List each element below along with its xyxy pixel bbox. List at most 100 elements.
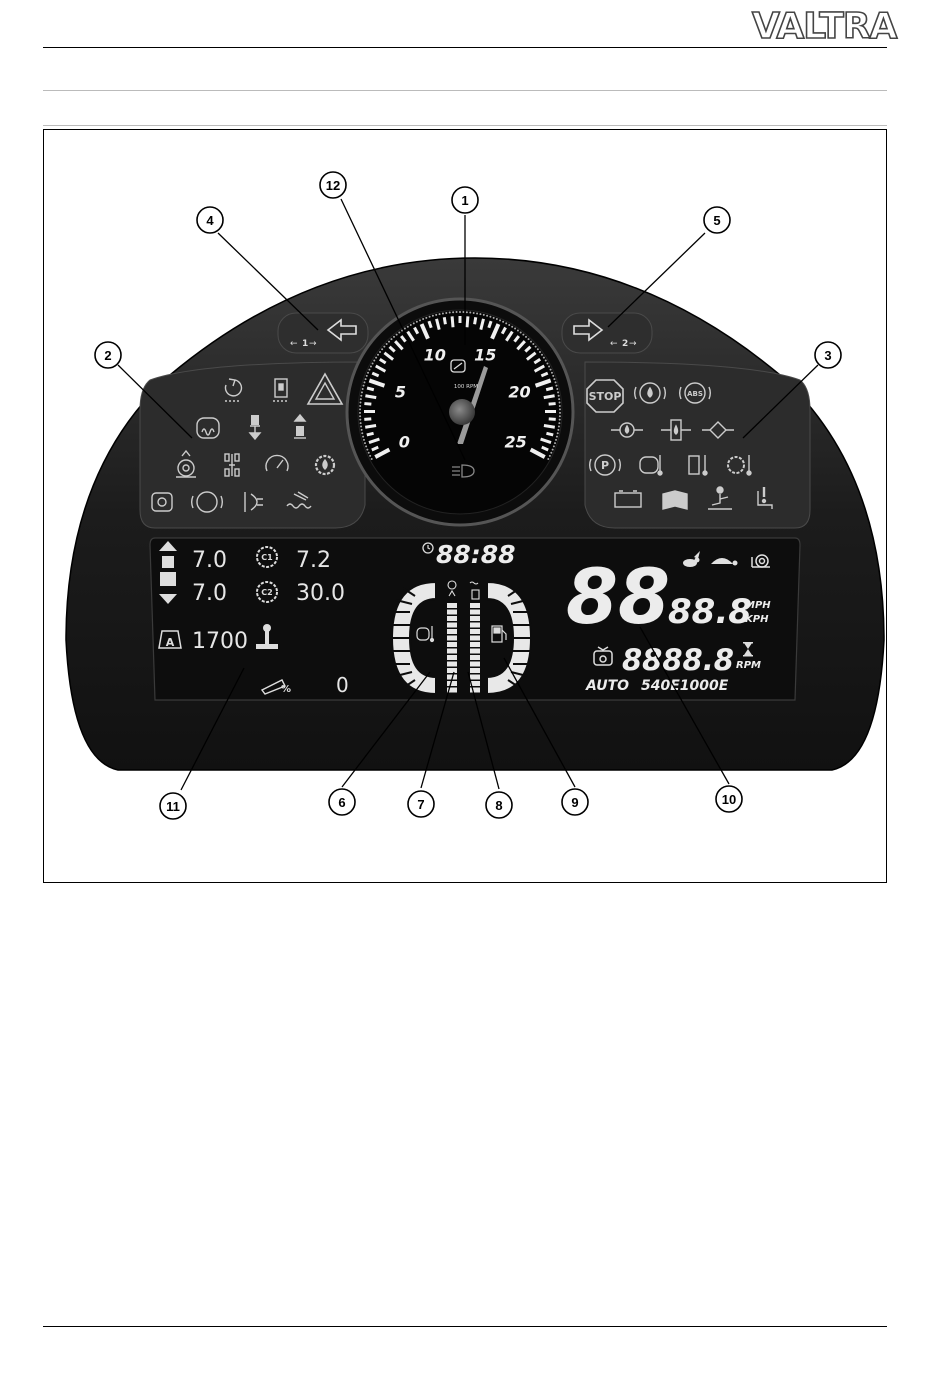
gauge-dot — [363, 385, 365, 387]
slip-percent: % — [281, 684, 291, 695]
pto-digits: 8888.8 — [622, 643, 734, 677]
gauge-dot — [363, 439, 365, 441]
gauge-dot — [556, 436, 558, 438]
bar-segment — [470, 603, 480, 608]
gauge-dot — [514, 328, 516, 330]
gauge-dot — [530, 341, 532, 343]
pto-mode-label: 540E1000E — [641, 678, 729, 694]
gauge-dot — [429, 316, 431, 318]
callout-number: 5 — [713, 213, 720, 228]
gauge-dot — [553, 445, 555, 447]
gauge-dot — [363, 381, 365, 383]
gauge-dot — [360, 395, 362, 397]
gauge-tick — [364, 419, 371, 420]
bar-segment — [470, 642, 480, 647]
svg-text:→: → — [629, 339, 637, 349]
gauge-dot — [369, 455, 371, 457]
gauge-tick — [452, 316, 453, 327]
gauge-dot — [559, 415, 561, 417]
svg-text:C2: C2 — [261, 588, 272, 597]
gauge-dot — [407, 326, 409, 328]
gauge-dot — [359, 419, 361, 421]
gauge-dot — [456, 311, 458, 313]
gauge-dot — [546, 362, 548, 364]
gauge-dot — [359, 405, 361, 407]
bar-segment — [470, 629, 480, 634]
bar-segment — [447, 649, 457, 654]
gauge-label: 20 — [508, 382, 530, 401]
gauge-dot — [550, 369, 552, 371]
gauge-unit: 100 RPM — [454, 384, 478, 390]
speed-large-digits: 88 — [566, 552, 670, 641]
callout-number: 6 — [338, 795, 345, 810]
gauge-tick — [546, 433, 553, 435]
gauge-dot — [543, 357, 545, 359]
stop-label: STOP — [589, 390, 622, 403]
gauge-tick — [365, 425, 376, 427]
gauge-dot — [410, 324, 412, 326]
c1-value: 7.2 — [296, 548, 331, 573]
gauge-tick — [549, 419, 556, 420]
bar-segment — [447, 655, 457, 660]
gauge-dot — [364, 442, 366, 444]
gauge-dot — [435, 314, 437, 316]
callout-number: 7 — [417, 797, 424, 812]
gauge-dot — [366, 449, 368, 451]
gauge-dot — [398, 332, 400, 334]
gauge-dot — [362, 388, 364, 390]
bar-segment — [470, 668, 480, 673]
slip-value: 0 — [336, 673, 349, 697]
bar-segment — [470, 662, 480, 667]
gauge-dot — [528, 338, 530, 340]
callout-number: 9 — [571, 795, 578, 810]
gauge-dot — [361, 429, 363, 431]
bar-segment — [470, 636, 480, 641]
bar-segment — [447, 681, 457, 686]
auto-rpm-value: 1700 — [192, 629, 248, 654]
gauge-dot — [496, 318, 498, 320]
gauge-dot — [556, 388, 558, 390]
tractor-height-icon — [159, 541, 177, 604]
gauge-dot — [511, 326, 513, 328]
gauge-dot — [558, 398, 560, 400]
gauge-tick — [467, 316, 468, 327]
gauge-dot — [459, 311, 461, 313]
gauge-dot — [559, 402, 561, 404]
gauge-dot — [469, 312, 471, 314]
gauge-tick — [367, 433, 374, 435]
gauge-dot — [359, 408, 361, 410]
callout-number: 4 — [206, 213, 214, 228]
gauge-dot — [393, 336, 395, 338]
gauge-dot — [522, 334, 524, 336]
callout-number: 12 — [326, 178, 340, 193]
gauge-dot — [381, 348, 383, 350]
front-value: 7.0 — [192, 548, 227, 573]
gauge-dot — [365, 445, 367, 447]
gauge-dot — [551, 372, 553, 374]
gauge-dot — [365, 378, 367, 380]
bar-segment — [470, 616, 480, 621]
gauge-dot — [493, 317, 495, 319]
gauge-dot — [505, 322, 507, 324]
gauge-dot — [360, 425, 362, 427]
gauge-dot — [370, 365, 372, 367]
gauge-dot — [532, 343, 534, 345]
gauge-dot — [559, 412, 561, 414]
auto-label: AUTO — [585, 678, 629, 694]
gauge-dot — [554, 442, 556, 444]
gauge-dot — [372, 362, 374, 364]
gauge-label: 15 — [474, 345, 496, 364]
gauge-dot — [396, 334, 398, 336]
gauge-dot — [549, 455, 551, 457]
gauge-dot — [388, 341, 390, 343]
gauge-dot — [445, 312, 447, 314]
gauge-dot — [452, 311, 454, 313]
gauge-dot — [489, 316, 491, 318]
gauge-tick — [367, 388, 374, 390]
gauge-dot — [553, 378, 555, 380]
gauge-dot — [559, 405, 561, 407]
gauge-dot — [390, 338, 392, 340]
bar-segment — [470, 675, 480, 680]
gauge-tick — [544, 425, 555, 427]
bar-segment — [470, 623, 480, 628]
